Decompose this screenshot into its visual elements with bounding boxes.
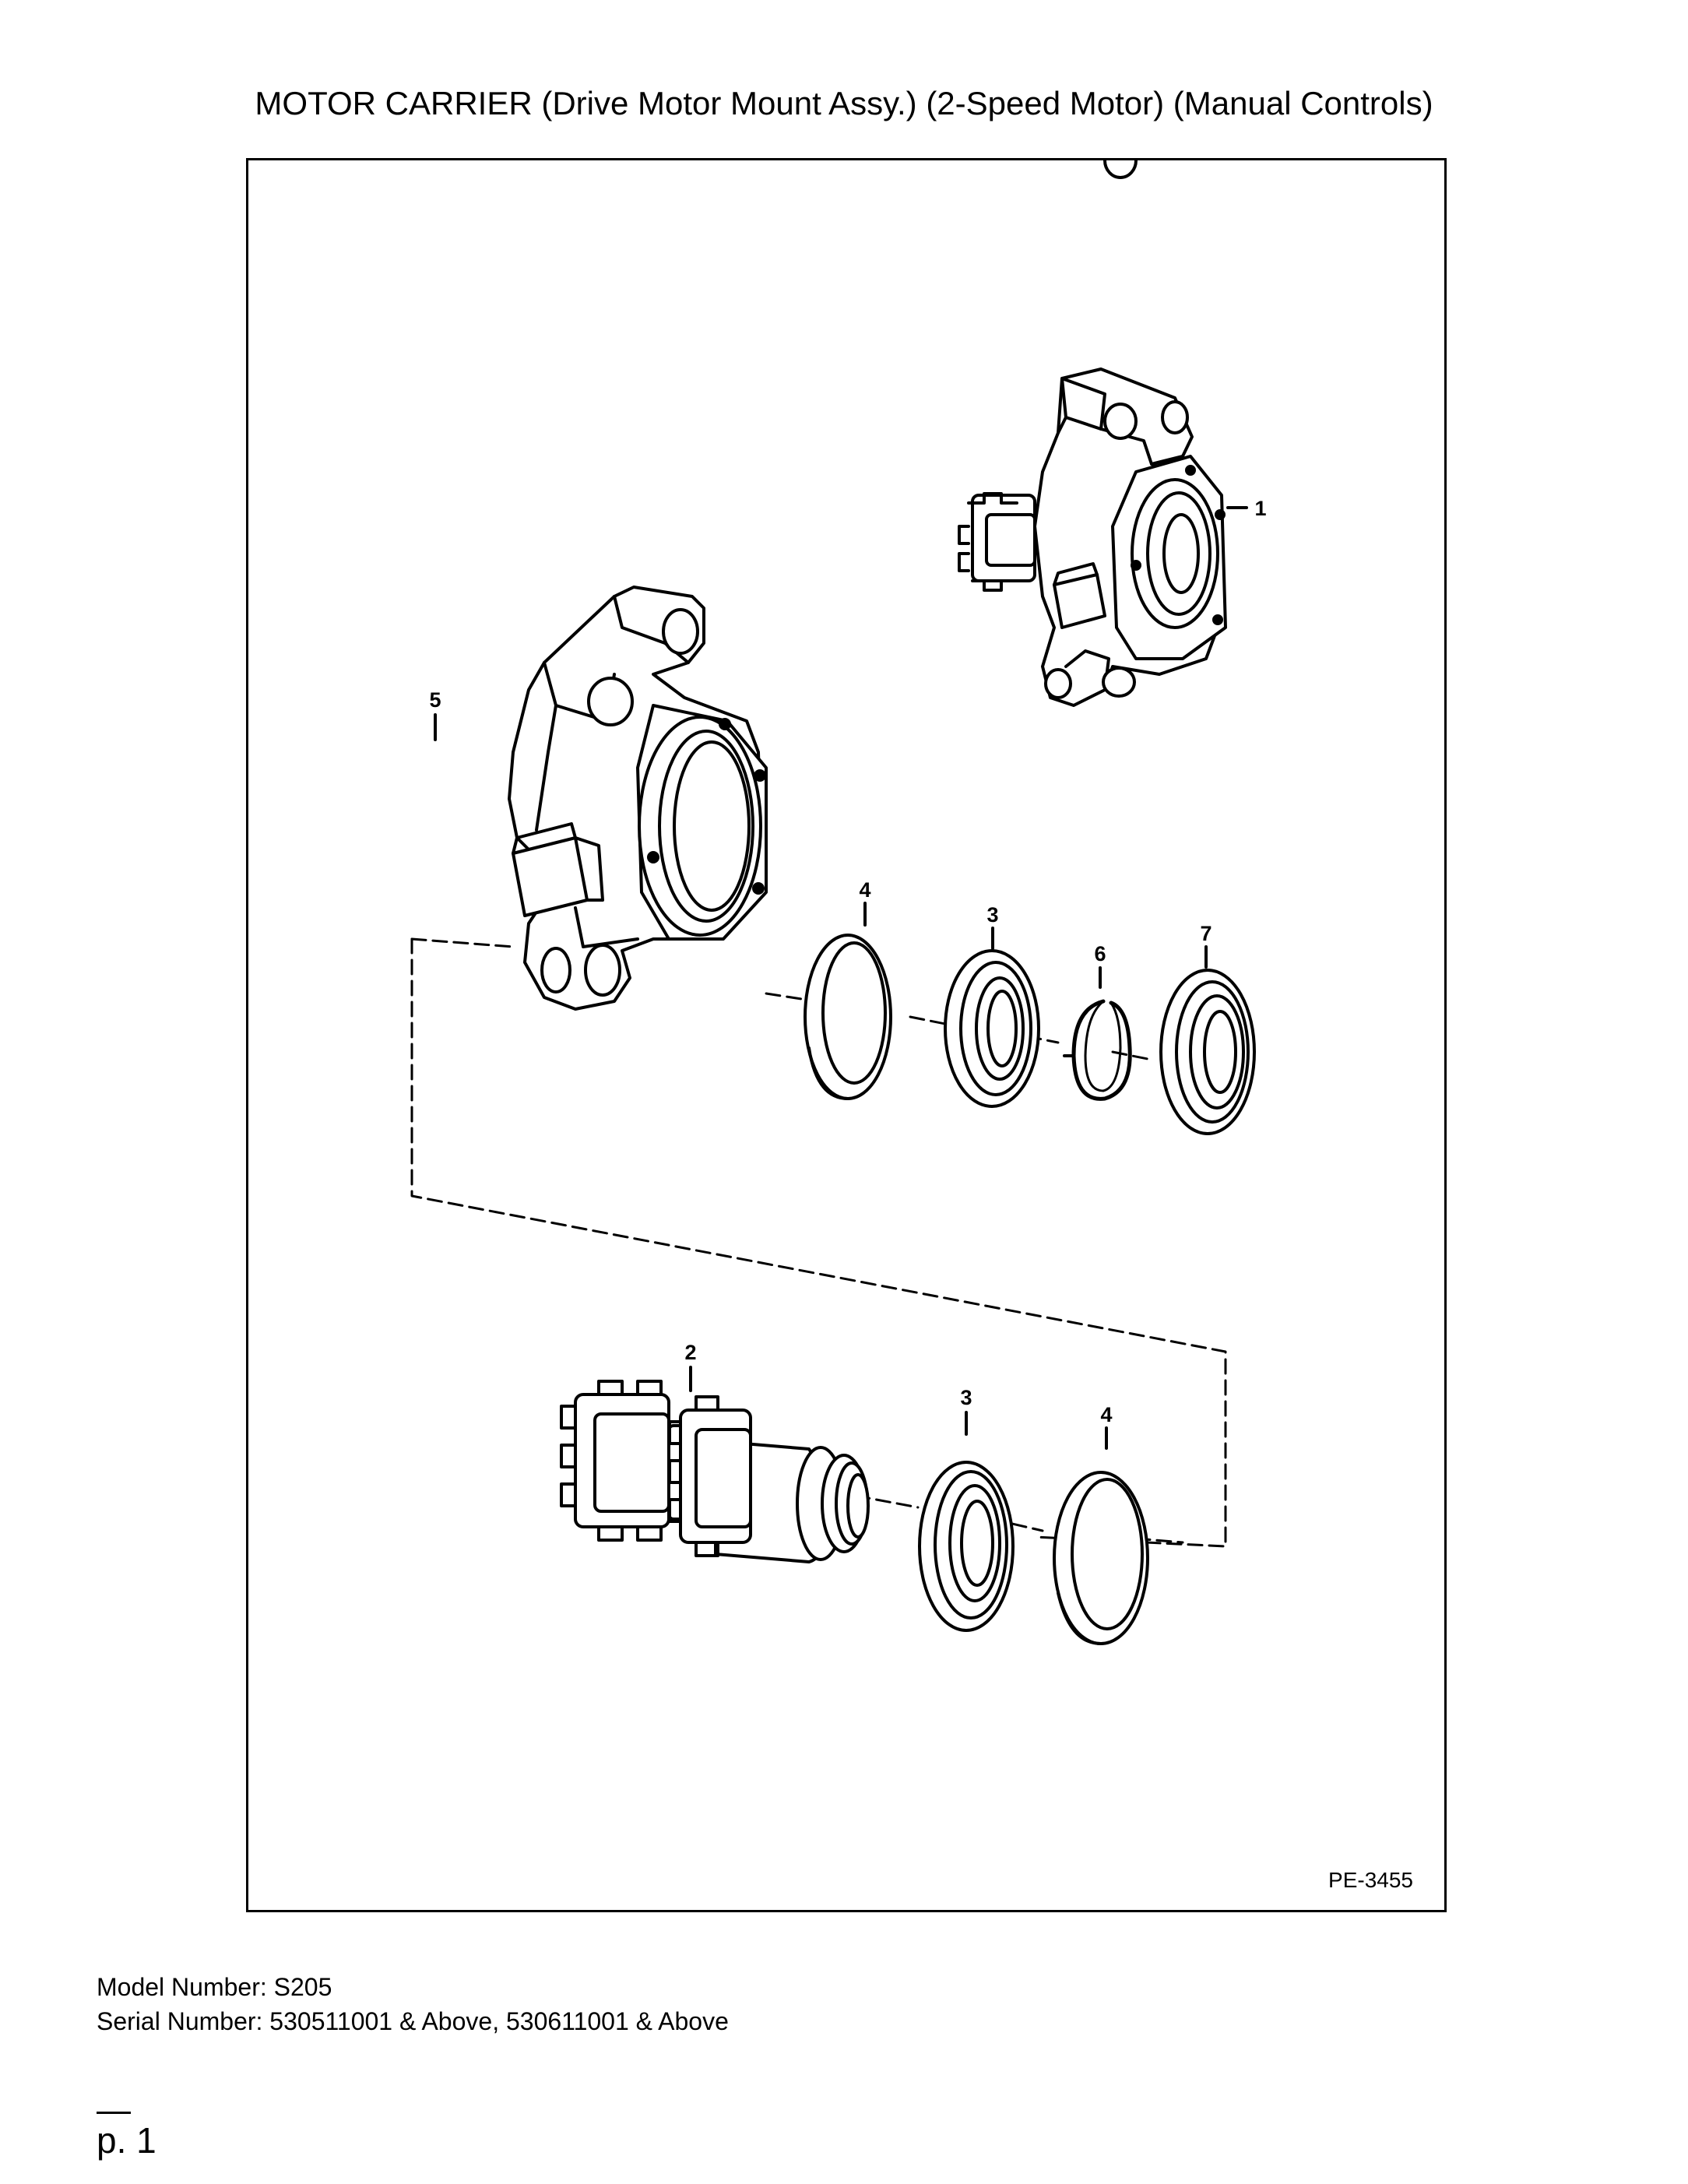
drive-shaft-sprockets [560, 1380, 870, 1563]
callout-3-upper: 3 [986, 903, 998, 927]
sprocket-front [668, 1395, 752, 1557]
motor-carrier-assembly [958, 160, 1227, 707]
motor-carrier-housing [508, 586, 768, 1011]
drawing-code: PE-3455 [1328, 1868, 1413, 1892]
footer: Model Number: S205 Serial Number: 530511… [97, 1970, 729, 2038]
page-number-rule [97, 2112, 131, 2114]
bearing-cone-lower [918, 1461, 1015, 1632]
callout-6: 6 [1094, 942, 1106, 965]
bearing-cup-lower [1053, 1471, 1149, 1645]
callout-4-upper: 4 [859, 878, 870, 902]
exploded-parts-diagram: 1 2 3 3 4 4 5 6 7 [410, 160, 1267, 1645]
model-number: Model Number: S205 [97, 1973, 332, 2001]
callout-5: 5 [429, 688, 441, 712]
callout-7: 7 [1200, 922, 1211, 945]
callout-2: 2 [684, 1341, 696, 1364]
diagram-frame: 1 2 3 3 4 4 5 6 7 PE-3455 [246, 158, 1447, 1912]
callout-3-lower: 3 [960, 1386, 972, 1409]
callout-4-lower: 4 [1100, 1403, 1112, 1426]
callout-1: 1 [1254, 497, 1266, 520]
sprocket-rear [560, 1380, 670, 1542]
page-title: MOTOR CARRIER (Drive Motor Mount Assy.) … [255, 85, 1433, 121]
retaining-ring [1063, 999, 1132, 1101]
serial-number: Serial Number: 530511001 & Above, 530611… [97, 2007, 729, 2035]
seal [1159, 969, 1256, 1135]
page-number: p. 1 [97, 2120, 156, 2161]
bearing-cup-upper [804, 934, 892, 1100]
bearing-cone-upper [944, 949, 1040, 1108]
sprocket-small [958, 492, 1036, 592]
